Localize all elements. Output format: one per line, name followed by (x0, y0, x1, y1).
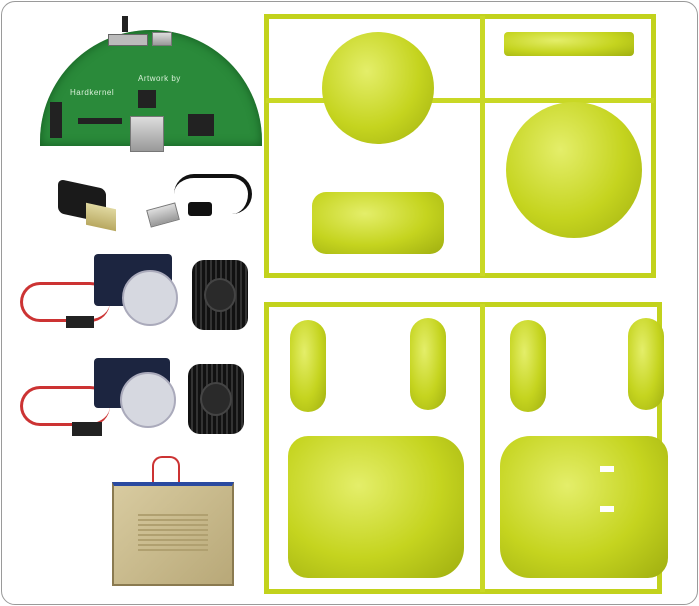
servo-horn (122, 270, 178, 326)
body-slot (600, 506, 614, 512)
battery-wire (152, 456, 180, 482)
wheel-hub (200, 382, 232, 416)
wheel-hub (204, 278, 236, 312)
sprue-bar (480, 304, 485, 592)
wheel (192, 260, 248, 330)
pin-header (50, 102, 62, 138)
switch (122, 16, 128, 32)
arm-part (290, 320, 326, 412)
usb-a-port (130, 116, 164, 152)
pcb-board: Artwork by Hardkernel (40, 16, 262, 152)
servo-connector (72, 422, 102, 436)
sprue-bar (266, 98, 654, 103)
arm-part (410, 318, 446, 410)
battery-label (138, 514, 208, 554)
usb-dongle-connector (86, 202, 116, 232)
lipo-battery (112, 482, 234, 586)
sprue-bar (480, 16, 485, 276)
mini-usb-plug (188, 202, 212, 216)
mini-usb-port (152, 32, 172, 46)
pin-header (188, 114, 214, 136)
body-half-part (500, 436, 668, 578)
servo-connector (66, 316, 94, 328)
wheel (188, 364, 244, 434)
arm-part (628, 318, 664, 410)
pcb-artwork-text: Artwork by (138, 74, 181, 83)
usb-cable (174, 174, 252, 214)
servo-wire (20, 386, 110, 426)
sprue-frame-top (264, 14, 656, 278)
usb-cable-plug (146, 202, 180, 228)
body-half-part (288, 436, 464, 578)
head-disc-part (322, 32, 434, 144)
dome-part (506, 102, 642, 238)
arm-part (510, 320, 546, 412)
small-panel-part (504, 32, 634, 56)
body-panel-part (312, 192, 444, 254)
body-slot (600, 466, 614, 472)
servo-horn (120, 372, 176, 428)
servo-wire (20, 282, 110, 322)
pcb-brand-text: Hardkernel (70, 88, 115, 97)
microcontroller-chip (138, 90, 156, 108)
pin-header (78, 118, 122, 124)
switch-body (108, 34, 148, 46)
